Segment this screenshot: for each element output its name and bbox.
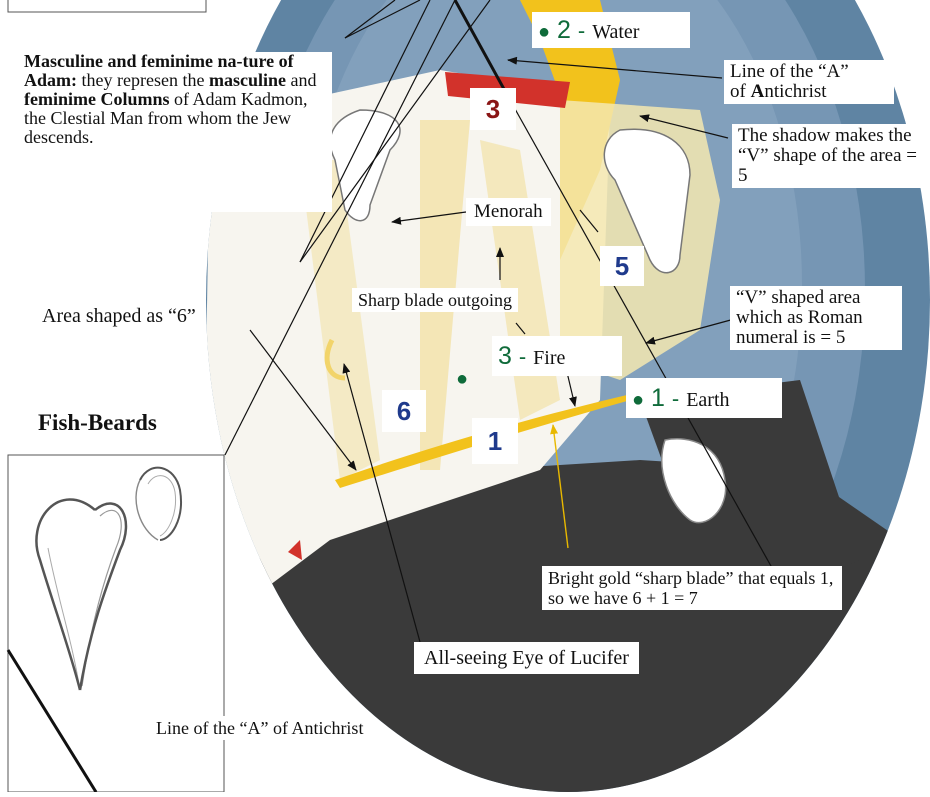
fish-beards-title: Fish-Beards [38,410,157,436]
callout-adam-nature: Masculine and feminime na-ture of Adam: … [22,52,332,212]
element-name: Fire [533,347,565,369]
callout-all-seeing-eye: All-seeing Eye of Lucifer [414,642,639,674]
element-name: Earth [686,389,729,411]
number-six: 6 [382,390,426,432]
element-dot-icon: ● [538,21,550,43]
antichrist-top-line2: of Antichrist [730,82,888,102]
element-dash: - [519,344,526,369]
number-five: 5 [600,246,644,286]
element-earth: ● 1 - Earth [626,378,782,418]
element-dot-icon: ● [632,389,644,411]
adam-nature-bold: masculine [209,70,286,90]
top-left-frame [8,0,206,12]
callout-area-six: Area shaped as “6” [36,304,202,328]
element-name: Water [592,21,639,43]
element-fire: 3 - Fire [492,336,622,376]
element-number: 1 [651,384,665,412]
adam-nature-bold: feminime Columns [24,89,170,109]
element-dot-icon: ● [456,368,468,391]
element-dash: - [578,18,585,43]
element-water: ● 2 - Water [532,12,690,48]
element-number: 3 [498,342,512,370]
callout-menorah: Menorah [466,198,551,226]
element-number: 2 [557,16,571,44]
adam-nature-text: and [286,70,317,90]
number-one: 1 [472,418,518,464]
callout-shadow-v: The shadow makes the “V” shape of the ar… [732,124,930,188]
number-three-red: 3 [470,88,516,130]
callout-sharp-blade-outgoing: Sharp blade outgoing [352,288,518,312]
callout-antichrist-top: Line of the “A” of Antichrist [724,60,894,104]
element-dash: - [672,386,679,411]
callout-v-area: “V” shaped area which as Roman numeral i… [730,286,902,350]
callout-gold-blade: Bright gold “sharp blade” that equals 1,… [542,566,842,610]
callout-antichrist-bottom: Line of the “A” of Antichrist [150,716,369,740]
adam-nature-text: they represen the [77,70,209,90]
antichrist-top-line1: Line of the “A” [730,62,888,82]
